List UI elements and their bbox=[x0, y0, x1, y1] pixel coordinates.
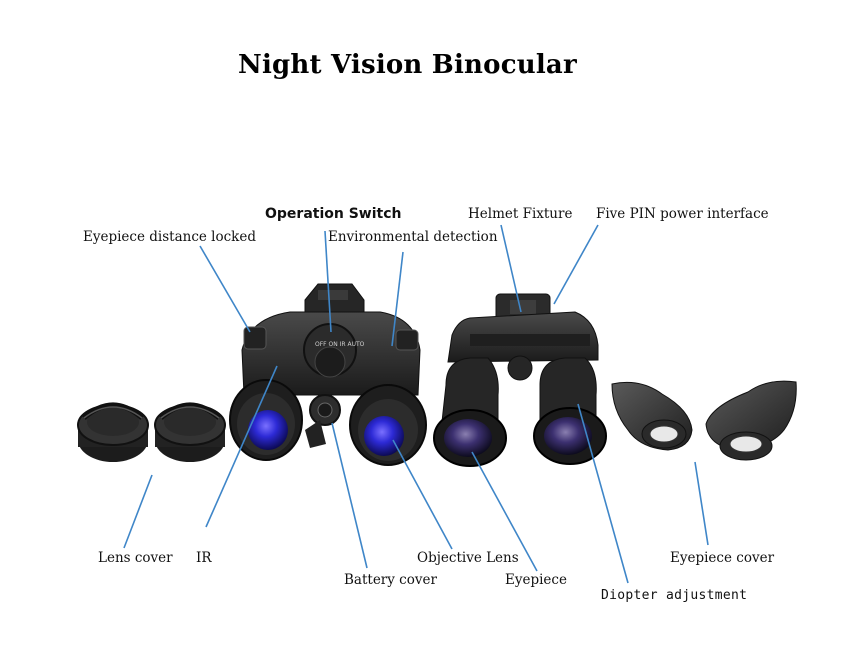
binocular-front-view: OFF ON IR AUTO bbox=[229, 283, 427, 466]
label-battery-cover: Battery cover bbox=[344, 572, 437, 588]
leader-operation-switch bbox=[324, 230, 332, 333]
leader-diopter-adjustment bbox=[577, 403, 629, 584]
label-five-pin-power-interface: Five PIN power interface bbox=[596, 206, 769, 222]
switch-markings: OFF ON IR AUTO bbox=[315, 341, 365, 348]
label-eyepiece-distance-locked: Eyepiece distance locked bbox=[83, 229, 256, 245]
label-eyepiece-cover: Eyepiece cover bbox=[670, 550, 775, 566]
label-eyepiece: Eyepiece bbox=[505, 572, 567, 588]
binocular-rear-view bbox=[433, 293, 607, 467]
leader-eyepiece-distance-locked bbox=[199, 245, 251, 333]
leader-eyepiece-cover bbox=[694, 461, 709, 546]
label-environmental-detection: Environmental detection bbox=[328, 229, 498, 245]
label-helmet-fixture: Helmet Fixture bbox=[468, 206, 573, 222]
leader-eyepiece bbox=[471, 451, 538, 572]
leader-battery-cover bbox=[331, 422, 368, 569]
leader-environmental-detection bbox=[391, 251, 404, 347]
leader-five-pin bbox=[553, 224, 599, 305]
leader-objective-lens bbox=[392, 439, 453, 550]
label-diopter-adjustment: Diopter adjustment bbox=[601, 588, 748, 603]
page-title: Night Vision Binocular bbox=[238, 50, 577, 80]
eyepiece-cover-right bbox=[705, 380, 797, 461]
leader-helmet-fixture bbox=[500, 224, 522, 313]
label-lens-cover: Lens cover bbox=[98, 550, 173, 566]
label-operation-switch: Operation Switch bbox=[265, 206, 402, 222]
leader-ir bbox=[205, 365, 278, 528]
lens-cover-right bbox=[154, 402, 226, 462]
leader-lines bbox=[123, 224, 709, 584]
lens-cover-left bbox=[77, 402, 149, 462]
label-ir: IR bbox=[196, 550, 212, 566]
leader-lens-cover bbox=[123, 474, 153, 549]
label-objective-lens: Objective Lens bbox=[417, 550, 519, 566]
eyepiece-cover-left bbox=[611, 381, 693, 451]
